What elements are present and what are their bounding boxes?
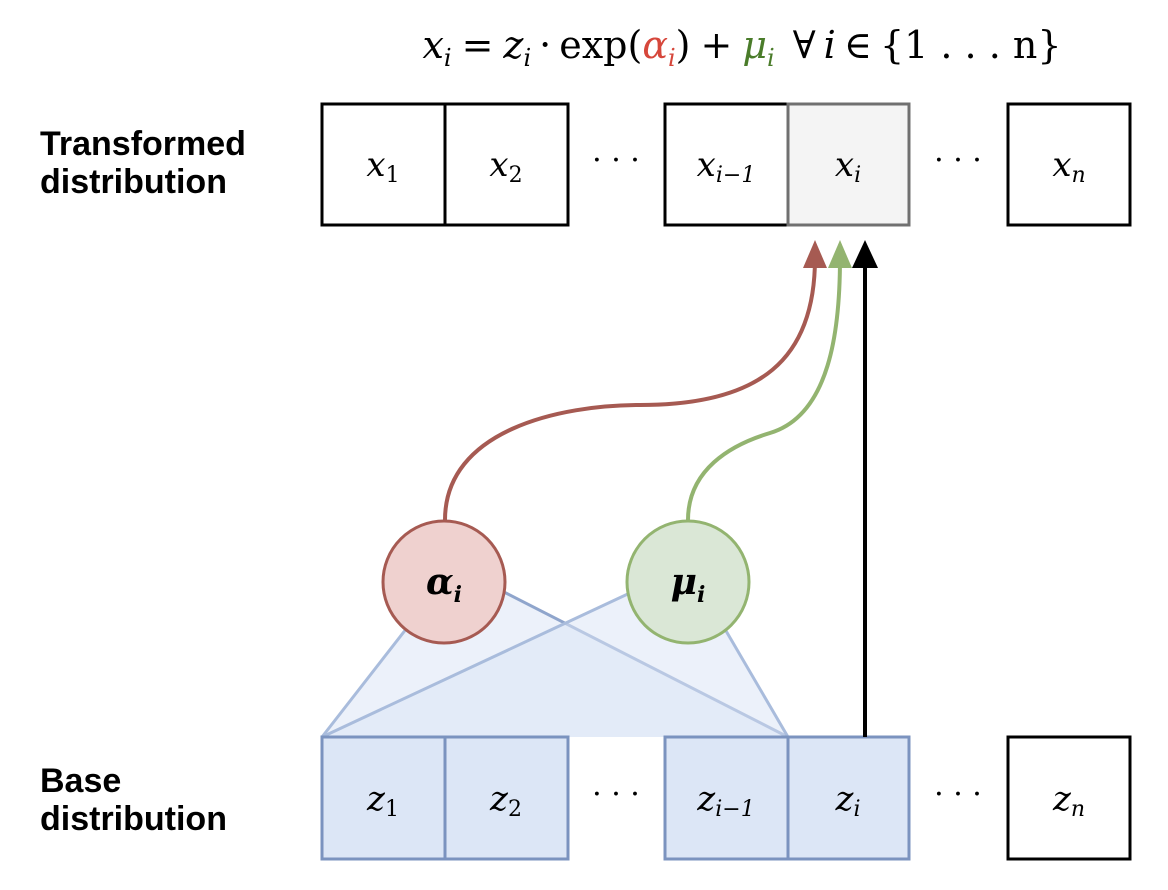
transformed-row: x1 x2 · · · xi−1 xi · · · xn (320, 102, 1132, 227)
svg-text:x2: x2 (489, 145, 522, 188)
eq-equals: = (462, 23, 494, 67)
svg-text:z2: z2 (489, 779, 522, 822)
svg-text:zi−1: zi−1 (696, 779, 754, 822)
eq-z-sub: i (523, 44, 531, 72)
eq-dot: · (539, 23, 551, 67)
eq-i: i (824, 23, 836, 67)
eq-x: x (422, 23, 443, 67)
eq-forall: ∀ (793, 23, 816, 67)
svg-text:αi: αi (426, 561, 462, 608)
transformed-cell-x-i: xi (786, 102, 911, 227)
base-ellipsis-2: · · · (934, 777, 982, 812)
eq-mu: μ (742, 23, 767, 67)
svg-text:x1: x1 (366, 145, 399, 188)
mu-node: μi (625, 519, 751, 645)
svg-text:xn: xn (1052, 145, 1085, 188)
base-cell-z1: z1 (320, 735, 447, 861)
mu-node-sub: i (697, 582, 705, 608)
alpha-arrowhead-icon (803, 240, 827, 268)
transformed-cell-x1: x1 (320, 102, 447, 227)
svg-text:zi: zi (835, 779, 861, 822)
transformed-cell-x-n: xn (1006, 102, 1132, 227)
identity-arrowhead-icon (852, 240, 878, 268)
base-cell-z2: z2 (443, 735, 570, 861)
eq-z: z (502, 23, 524, 67)
alpha-arrow (443, 240, 827, 521)
svg-text:μi: μi (671, 561, 706, 608)
alpha-node-label: α (426, 561, 454, 603)
transformed-cell-x-i-minus-1: xi−1 (663, 102, 790, 227)
mu-arrow (686, 240, 852, 521)
eq-mu-sub: i (767, 44, 775, 72)
transformed-label-line1: Transformed (40, 125, 246, 163)
eq-x-sub: i (444, 44, 452, 72)
svg-text:zn: zn (1052, 779, 1085, 822)
eq-exp: exp( (559, 23, 642, 67)
eq-in: ∈ (844, 23, 872, 67)
eq-alpha: α (642, 23, 668, 67)
transformed-ellipsis-2: · · · (934, 143, 982, 178)
base-cell-z-i-minus-1: zi−1 (663, 735, 790, 861)
eq-close: ) (676, 23, 691, 67)
svg-text:xi−1: xi−1 (697, 145, 756, 188)
alpha-node: αi (381, 519, 507, 645)
eq-alpha-sub: i (668, 44, 676, 72)
equation: xi=zi·exp(αi)+μi∀i∈{1 . . . n} (422, 23, 1061, 72)
base-cell-z-i: zi (786, 735, 911, 861)
base-distribution-label: Base distribution (40, 762, 227, 838)
base-row: z1 z2 · · · zi−1 zi · · · zn (320, 735, 1132, 861)
identity-arrow (852, 240, 878, 737)
transformed-ellipsis-1: · · · (592, 143, 640, 178)
transformed-distribution-label: Transformed distribution (40, 125, 246, 201)
eq-plus: + (701, 23, 733, 67)
mu-node-label: μ (671, 561, 697, 603)
mu-arrowhead-icon (828, 240, 852, 268)
transformed-label-line2: distribution (40, 163, 227, 201)
svg-text:xi: xi (835, 145, 861, 188)
base-cell-z-n: zn (1006, 735, 1132, 861)
transformed-cell-x2: x2 (443, 102, 570, 227)
eq-set: {1 . . . n} (880, 23, 1062, 67)
base-label-line2: distribution (40, 800, 227, 838)
svg-text:z1: z1 (366, 779, 399, 822)
alpha-node-sub: i (454, 582, 462, 608)
base-label-line1: Base (40, 762, 122, 800)
base-ellipsis-1: · · · (592, 777, 640, 812)
